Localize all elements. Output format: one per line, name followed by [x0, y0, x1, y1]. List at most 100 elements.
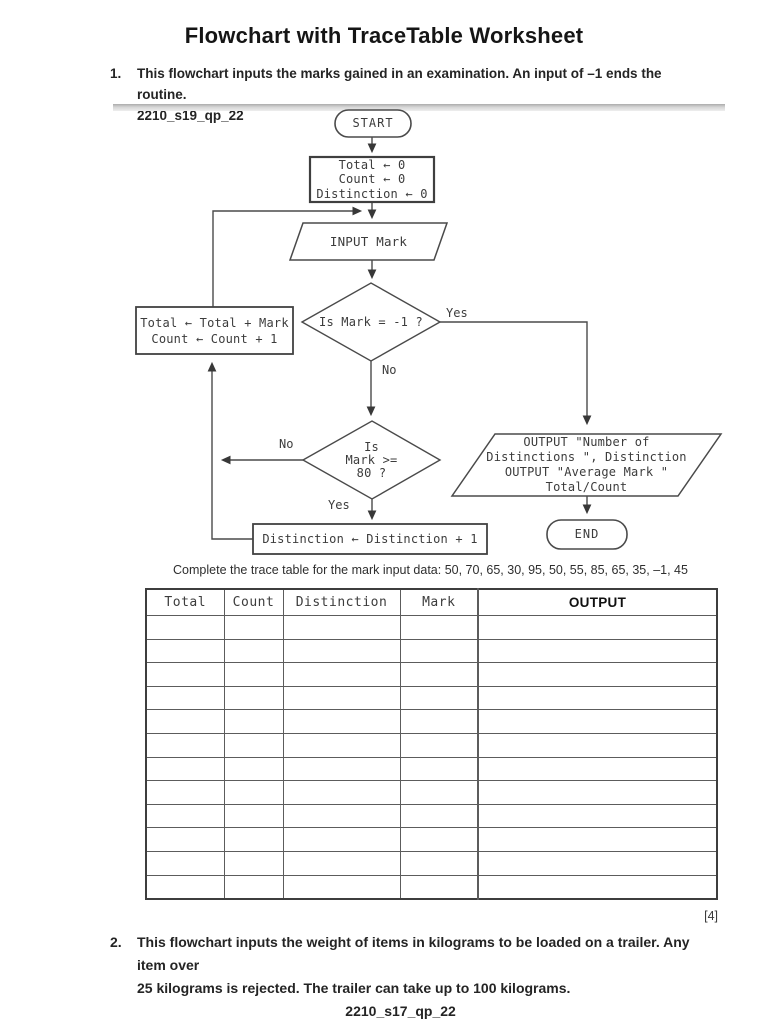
arrow-increment-loop: [207, 361, 253, 540]
trace-empty-cell: [145, 685, 225, 711]
trace-empty-cell: [223, 780, 284, 805]
accumulate-line-1: Total ← Total + Mark: [140, 315, 289, 330]
decision2-yes-label: Yes: [328, 498, 350, 512]
trace-empty-cell: [399, 709, 479, 734]
trace-col-header-mark: Mark: [399, 588, 479, 616]
trace-empty-cell: [223, 756, 284, 782]
trace-caption: Complete the trace table for the mark in…: [173, 563, 688, 577]
question-1-ref: 2210_s19_qp_22: [137, 108, 244, 123]
trace-col-header-output: OUTPUT: [477, 588, 718, 616]
question-1: 1. This flowchart inputs the marks gaine…: [110, 63, 685, 126]
trace-empty-cell: [282, 638, 401, 664]
trace-empty-row: [145, 756, 718, 782]
trace-empty-cell: [399, 780, 479, 805]
question-1-number: 1.: [110, 66, 122, 81]
question-2-ref: 2210_s17_qp_22: [345, 1003, 456, 1019]
trace-empty-cell: [282, 732, 401, 758]
init-line-3: Distinction ← 0: [316, 186, 428, 201]
trace-empty-cell: [145, 780, 225, 805]
arrow-decision1-yes: [440, 321, 592, 426]
marks-badge: [4]: [704, 909, 718, 923]
decision1-diamond-shape: [300, 282, 442, 362]
decision1-label: Is Mark = -1 ?: [319, 315, 423, 329]
page-title: Flowchart with TraceTable Worksheet: [184, 23, 584, 48]
trace-empty-cell: [145, 709, 225, 734]
output-line-4: Total/Count: [545, 480, 628, 494]
decision2-no-label: No: [279, 437, 294, 451]
trace-empty-cell: [282, 756, 401, 782]
trace-empty-cell: [223, 874, 284, 900]
trace-col-header-count: Count: [223, 588, 284, 616]
trace-empty-cell: [477, 662, 718, 687]
trace-empty-cell: [282, 780, 401, 805]
output-parallelogram-shape: [450, 433, 723, 497]
trace-empty-cell: [477, 685, 718, 711]
trace-empty-cell: [223, 615, 284, 640]
trace-empty-cell: [282, 803, 401, 829]
trace-col-header-total: Total: [145, 588, 225, 616]
trace-empty-cell: [282, 662, 401, 687]
trace-empty-cell: [145, 874, 225, 900]
accumulate-line-2: Count ← Count + 1: [151, 331, 278, 346]
output-line-1: OUTPUT "Number of: [523, 435, 650, 449]
end-label: END: [574, 527, 600, 541]
trace-empty-cell: [145, 615, 225, 640]
decision2-diamond-shape: [301, 420, 442, 500]
trace-empty-cell: [223, 662, 284, 687]
trace-empty-cell: [282, 709, 401, 734]
trace-empty-cell: [477, 803, 718, 829]
question-2: 2. This flowchart inputs the weight of i…: [110, 931, 710, 1023]
trace-empty-cell: [399, 874, 479, 900]
question-2-number: 2.: [110, 934, 122, 950]
trace-empty-row: [145, 638, 718, 664]
trace-empty-cell: [399, 615, 479, 640]
increment-process-shape: [252, 523, 488, 555]
decision2-line-2: Mark >=: [345, 452, 398, 467]
trace-empty-cell: [477, 709, 718, 734]
trace-empty-cell: [145, 803, 225, 829]
decision1-no-label: No: [382, 363, 397, 377]
flowchart-diagram: [135, 109, 723, 555]
decision2-line-3: 80 ?: [356, 465, 387, 480]
trace-col-header-distinction: Distinction: [282, 588, 401, 616]
start-label: START: [352, 116, 394, 130]
trace-empty-cell: [477, 732, 718, 758]
increment-label: Distinction ← Distinction + 1: [262, 532, 478, 546]
trace-empty-cell: [223, 709, 284, 734]
trace-empty-cell: [477, 756, 718, 782]
trace-empty-cell: [282, 874, 401, 900]
trace-empty-row: [145, 874, 718, 900]
trace-empty-row: [145, 827, 718, 852]
trace-empty-cell: [477, 874, 718, 900]
trace-empty-cell: [223, 850, 284, 876]
init-process-shape: [308, 155, 436, 204]
decision1-yes-label: Yes: [446, 306, 468, 320]
trace-empty-cell: [399, 685, 479, 711]
trace-empty-cell: [223, 638, 284, 664]
trace-empty-cell: [399, 827, 479, 852]
trace-empty-cell: [477, 850, 718, 876]
trace-empty-cell: [282, 615, 401, 640]
output-line-2: Distinctions ", Distinction: [486, 450, 687, 464]
end-terminator-shape: [546, 519, 628, 550]
question-2-line-1: This flowchart inputs the weight of item…: [137, 934, 690, 973]
scan-edge-band: [113, 104, 725, 111]
trace-empty-cell: [399, 803, 479, 829]
trace-empty-cell: [145, 662, 225, 687]
trace-empty-cell: [477, 615, 718, 640]
trace-empty-cell: [145, 732, 225, 758]
trace-empty-cell: [145, 827, 225, 852]
trace-empty-cell: [282, 850, 401, 876]
trace-empty-row: [145, 709, 718, 734]
trace-empty-cell: [145, 850, 225, 876]
decision2-line-1: Is: [364, 439, 379, 454]
trace-empty-cell: [223, 685, 284, 711]
question-2-line-2: 25 kilograms is rejected. The trailer ca…: [137, 980, 571, 996]
trace-table-body: [145, 615, 718, 900]
trace-empty-cell: [477, 780, 718, 805]
trace-empty-cell: [399, 662, 479, 687]
input-parallelogram-shape: [288, 222, 449, 261]
